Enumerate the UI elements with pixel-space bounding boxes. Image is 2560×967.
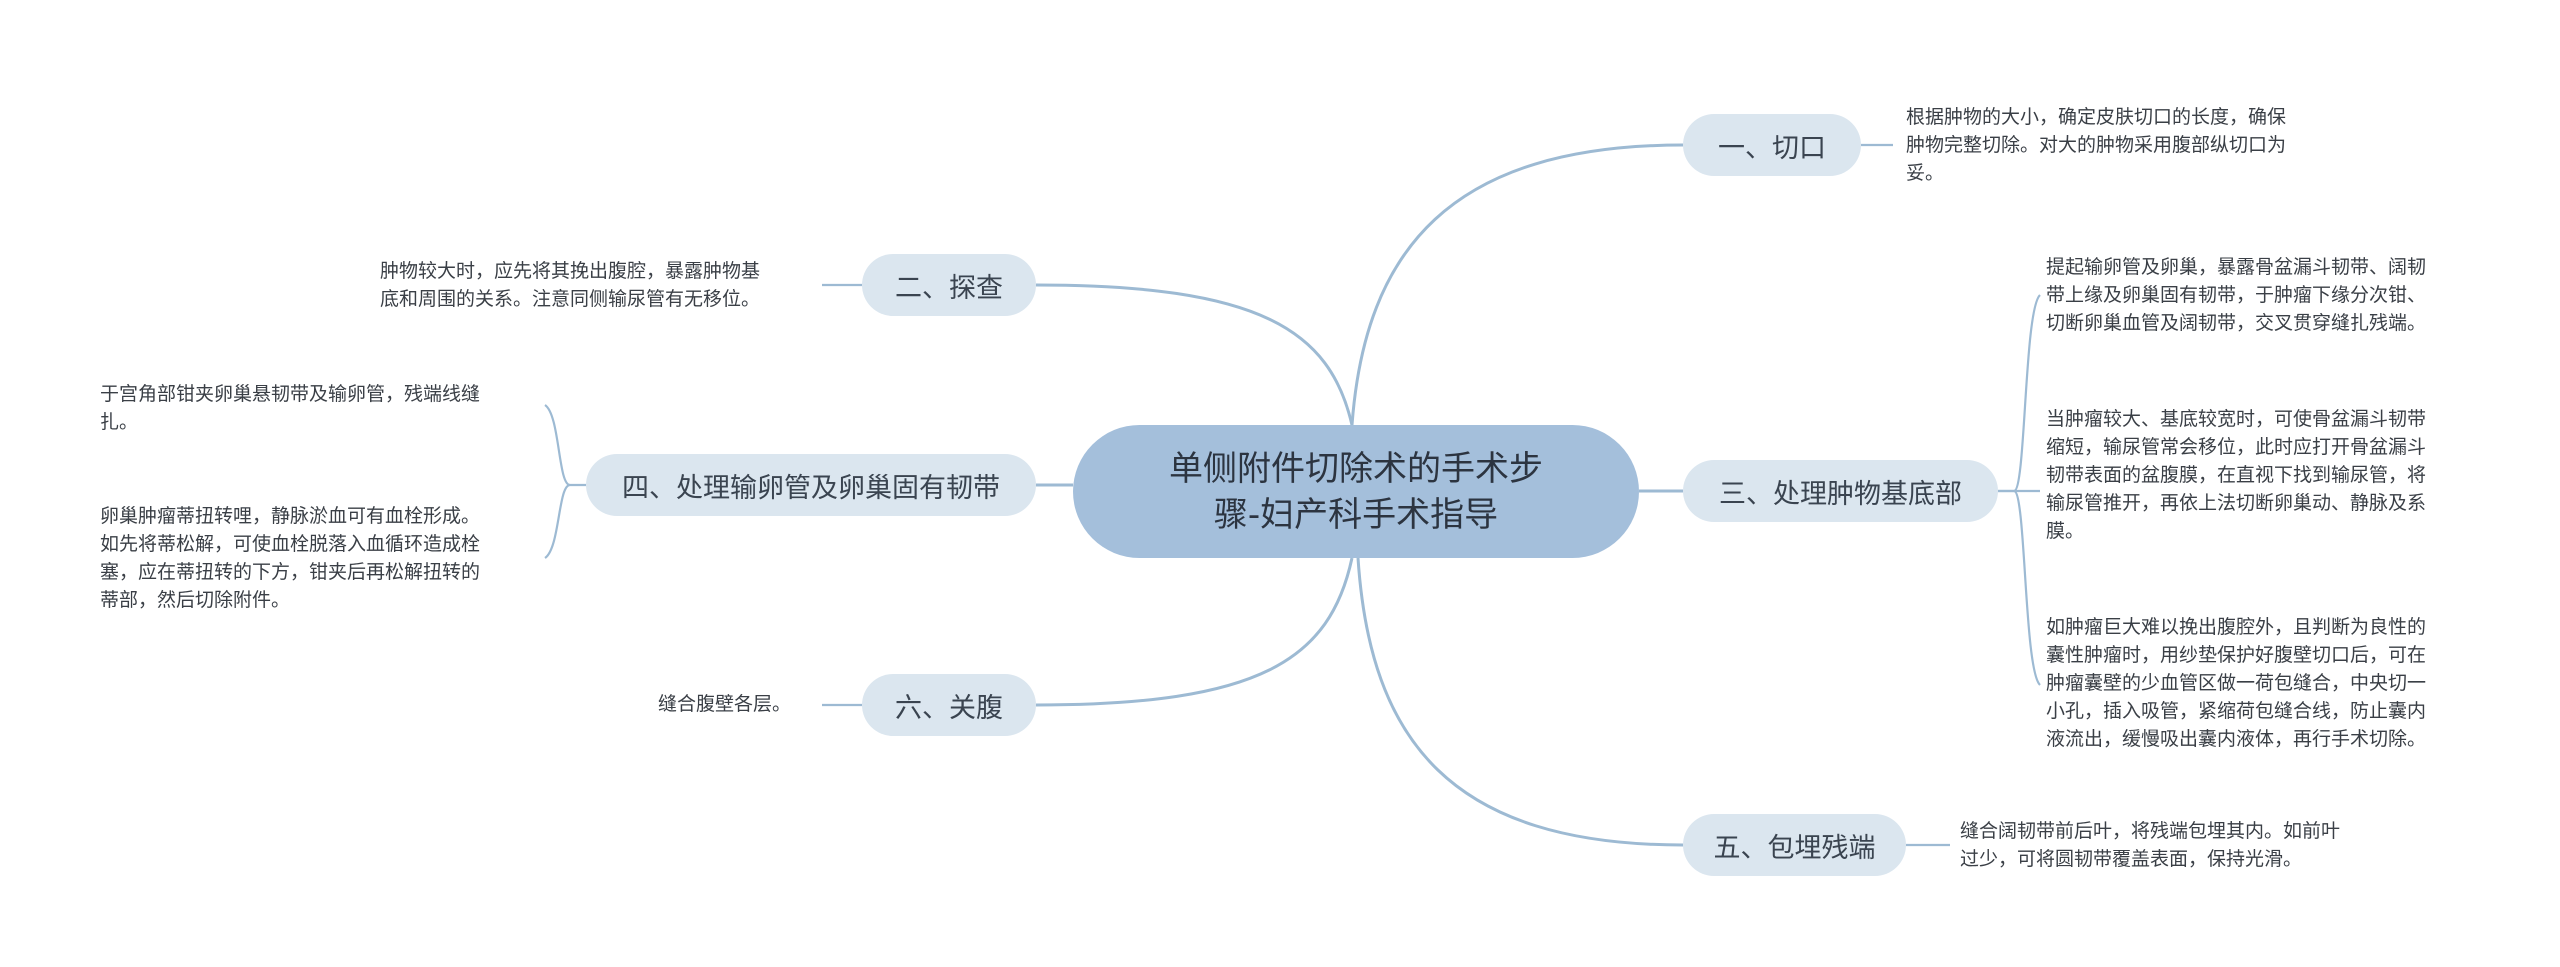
connector-b3-leaf-1 — [1998, 294, 2041, 493]
branch-incision[interactable]: 一、切口 — [1683, 114, 1861, 176]
leaf-line: 缩短，输尿管常会移位，此时应打开骨盆漏斗 — [2046, 436, 2427, 458]
branch-close-abdomen-label: 六、关腹 — [895, 692, 1003, 724]
connector-b5 — [1356, 557, 1684, 847]
leaf-bury-stump-note: 缝合阔韧带前后叶，将残端包埋其内。如前叶 过少，可将圆韧带覆盖表面，保持光滑。 — [1960, 817, 2340, 873]
connector-b6 — [1035, 557, 1354, 707]
leaf-line: 缝合阔韧带前后叶，将残端包埋其内。如前叶 — [1960, 820, 2341, 842]
leaf-line: 韧带表面的盆腹膜，在直视下找到输尿管，将 — [2046, 464, 2427, 486]
leaf-exploration-note: 肿物较大时，应先将其挽出腹腔，暴露肿物基 底和周围的关系。注意同侧输尿管有无移位… — [380, 257, 760, 313]
leaf-line: 肿瘤囊壁的少血管区做一荷包缝合，中央切一 — [2046, 672, 2427, 694]
leaf-line: 底和周围的关系。注意同侧输尿管有无移位。 — [380, 288, 761, 310]
branch-close-abdomen[interactable]: 六、关腹 — [862, 674, 1036, 736]
leaf-line: 过少，可将圆韧带覆盖表面，保持光滑。 — [1960, 848, 2303, 870]
connector-b2 — [1035, 283, 1354, 426]
leaf-line: 囊性肿瘤时，用纱垫保护好腹壁切口后，可在 — [2046, 644, 2427, 666]
connector-b4-leaf-1 — [544, 404, 586, 487]
leaf-line: 蒂部，然后切除附件。 — [100, 589, 291, 611]
central-topic[interactable]: 单侧附件切除术的手术步 骤-妇产科手术指导 — [1073, 425, 1639, 558]
leaf-line: 缝合腹壁各层。 — [658, 693, 792, 715]
branch-exploration[interactable]: 二、探查 — [862, 254, 1036, 316]
connector-b1 — [1350, 143, 1684, 426]
branch-tumor-base[interactable]: 三、处理肿物基底部 — [1683, 460, 1998, 522]
connector-b4-leaf-2 — [544, 483, 571, 559]
branch-tube-ligament-label: 四、处理输卵管及卵巢固有韧带 — [622, 472, 1000, 504]
leaf-line: 塞，应在蒂扭转的下方，钳夹后再松解扭转的 — [100, 561, 481, 583]
leaf-tube-ligament-note-2: 卵巢肿瘤蒂扭转哩，静脉淤血可有血栓形成。 如先将蒂松解，可使血栓脱落入血循环造成… — [100, 502, 480, 614]
central-topic-line-2: 骤-妇产科手术指导 — [1213, 494, 1499, 535]
leaf-line: 带上缘及卵巢固有韧带，于肿瘤下缘分次钳、 — [2046, 284, 2427, 306]
leaf-line: 输尿管推开，再依上法切断卵巢动、静脉及系 — [2046, 492, 2427, 514]
leaf-line: 妥。 — [1906, 162, 1945, 184]
leaf-line: 于宫角部钳夹卵巢悬韧带及输卵管，残端线缝 — [100, 383, 481, 405]
connector-b3-leaf-3 — [2012, 489, 2041, 686]
leaf-line: 肿物较大时，应先将其挽出腹腔，暴露肿物基 — [380, 260, 761, 282]
branch-tumor-base-label: 三、处理肿物基底部 — [1719, 478, 1962, 510]
leaf-line: 提起输卵管及卵巢，暴露骨盆漏斗韧带、阔韧 — [2046, 256, 2427, 278]
leaf-line: 切断卵巢血管及阔韧带，交叉贯穿缝扎残端。 — [2046, 312, 2427, 334]
central-topic-line-1: 单侧附件切除术的手术步 — [1169, 448, 1543, 489]
leaf-incision-note: 根据肿物的大小，确定皮肤切口的长度，确保 肿物完整切除。对大的肿物采用腹部纵切口… — [1906, 103, 2286, 187]
leaf-tumor-base-note-1: 提起输卵管及卵巢，暴露骨盆漏斗韧带、阔韧 带上缘及卵巢固有韧带，于肿瘤下缘分次钳… — [2046, 253, 2426, 337]
leaf-line: 肿物完整切除。对大的肿物采用腹部纵切口为 — [1906, 134, 2287, 156]
leaf-line: 膜。 — [2046, 520, 2085, 542]
leaf-line: 根据肿物的大小，确定皮肤切口的长度，确保 — [1906, 106, 2287, 128]
leaf-close-abdomen-note: 缝合腹壁各层。 — [658, 690, 791, 718]
leaf-line: 如先将蒂松解，可使血栓脱落入血循环造成栓 — [100, 533, 481, 555]
branch-bury-stump-label: 五、包埋残端 — [1713, 832, 1876, 864]
leaf-line: 卵巢肿瘤蒂扭转哩，静脉淤血可有血栓形成。 — [100, 505, 481, 527]
leaf-tumor-base-note-3: 如肿瘤巨大难以挽出腹腔外，且判断为良性的 囊性肿瘤时，用纱垫保护好腹壁切口后，可… — [2046, 613, 2426, 753]
leaf-line: 小孔，插入吸管，紧缩荷包缝合线，防止囊内 — [2046, 700, 2427, 722]
branch-bury-stump[interactable]: 五、包埋残端 — [1683, 814, 1906, 876]
branch-tube-ligament[interactable]: 四、处理输卵管及卵巢固有韧带 — [586, 454, 1036, 516]
branch-incision-label: 一、切口 — [1718, 132, 1826, 164]
leaf-line: 液流出，缓慢吸出囊内液体，再行手术切除。 — [2046, 728, 2427, 750]
branch-exploration-label: 二、探查 — [895, 272, 1003, 304]
leaf-tumor-base-note-2: 当肿瘤较大、基底较宽时，可使骨盆漏斗韧带 缩短，输尿管常会移位，此时应打开骨盆漏… — [2046, 405, 2426, 545]
leaf-line: 如肿瘤巨大难以挽出腹腔外，且判断为良性的 — [2046, 616, 2427, 638]
leaf-line: 当肿瘤较大、基底较宽时，可使骨盆漏斗韧带 — [2046, 408, 2427, 430]
leaf-line: 扎。 — [100, 411, 139, 433]
leaf-tube-ligament-note-1: 于宫角部钳夹卵巢悬韧带及输卵管，残端线缝 扎。 — [100, 380, 480, 436]
